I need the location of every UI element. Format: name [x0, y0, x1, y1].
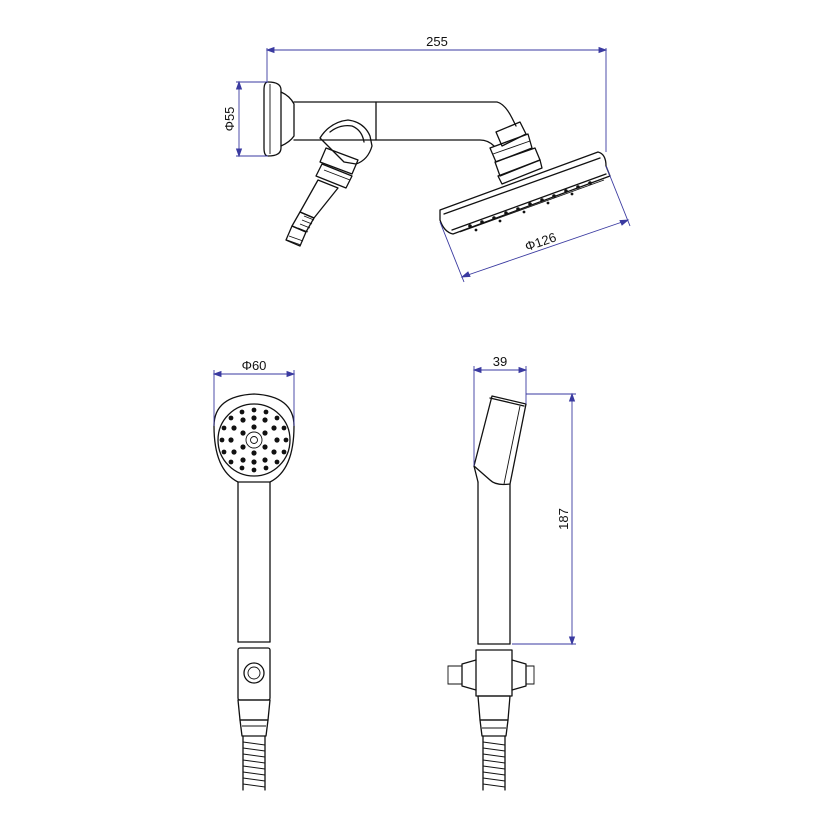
shower-arm-view: 255 Φ55 Φ126: [222, 34, 631, 283]
wall-flange: [263, 81, 282, 157]
handshower-head-side: [473, 395, 527, 486]
hose-side: [482, 735, 506, 791]
head-connector: [495, 121, 527, 147]
handshower-holder: [237, 647, 271, 737]
shower-head: [439, 151, 611, 235]
handshower-holder-side: [447, 649, 535, 737]
dimension-255: 255: [265, 34, 608, 152]
arm-tube: [293, 101, 377, 141]
dim-label-39: 39: [493, 354, 507, 369]
dim-label-phi55: Φ55: [222, 107, 237, 132]
flange-neck: [280, 91, 295, 147]
holder-elbow: [315, 119, 373, 189]
dim-label-phi60: Φ60: [242, 358, 267, 373]
handshower-front-view: Φ60: [212, 358, 296, 791]
dimension-187: 187: [512, 392, 576, 646]
handshower-side-view: 39 187: [447, 354, 576, 791]
hose: [242, 735, 266, 791]
handshower-handle: [237, 481, 271, 643]
dimension-phi60: Φ60: [212, 358, 296, 426]
dimension-phi55: Φ55: [222, 80, 268, 158]
hose-stub: [285, 179, 339, 247]
dim-label-255: 255: [426, 34, 448, 49]
spray-holes: [219, 407, 289, 473]
dim-label-187: 187: [556, 508, 571, 530]
handshower-head: [213, 393, 295, 483]
dimension-39: 39: [472, 354, 528, 466]
handshower-handle-side: [477, 481, 511, 645]
